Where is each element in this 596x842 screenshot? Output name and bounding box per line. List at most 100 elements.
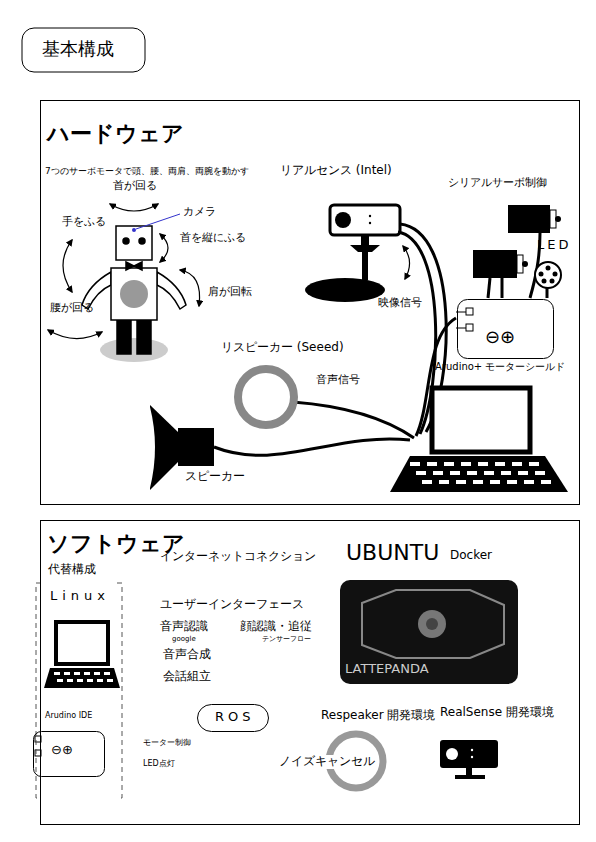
laptop	[450, 471, 460, 475]
led-symbol	[542, 279, 547, 284]
laptop	[410, 462, 551, 484]
led-symbol	[535, 262, 561, 288]
alt-laptop	[44, 668, 120, 688]
realsense-icon	[440, 740, 498, 768]
mic-ring: Respeaker 開発環境ノイズキャンセル	[273, 707, 453, 801]
realsense-camera	[362, 252, 368, 280]
realsense-camera	[369, 215, 371, 217]
laptop	[490, 480, 500, 484]
node-text: Arudino+ モーターシールド	[435, 361, 565, 373]
laptop	[495, 462, 505, 466]
alt-laptop	[77, 679, 83, 682]
annotation: 会話組立	[163, 670, 211, 684]
alt-laptop	[94, 672, 100, 675]
laptop	[529, 462, 539, 466]
alt-laptop	[74, 672, 80, 675]
annotation: 首を縦にふる	[180, 232, 246, 245]
annotation: ユーザーインターフェース	[160, 598, 304, 612]
laptop	[422, 480, 432, 484]
motion-arrow	[160, 234, 168, 262]
robot	[120, 280, 148, 308]
robot	[157, 272, 186, 309]
annotation: インターネットコネクション	[160, 550, 316, 564]
node-outline	[238, 369, 294, 425]
robot	[139, 238, 145, 244]
alt-laptop	[84, 672, 90, 675]
node-heading: ハードウェア	[47, 121, 184, 146]
alt-laptop	[57, 679, 63, 682]
annotation: Docker	[450, 549, 492, 563]
realsense-icon	[471, 756, 473, 758]
alt-laptop	[64, 672, 70, 675]
node-heading: リスピーカー (Seeed)	[221, 341, 344, 355]
robot	[100, 338, 168, 362]
annotation: LED点灯	[143, 759, 175, 768]
laptop	[467, 471, 477, 475]
alt-laptop	[44, 622, 120, 688]
speaker-symbol	[150, 407, 155, 488]
laptop	[473, 480, 483, 484]
annotation: RealSense 開発環境	[440, 706, 554, 720]
laptop	[427, 462, 437, 466]
realsense-camera	[305, 278, 385, 302]
wire	[293, 402, 414, 438]
speaker-symbol	[150, 405, 178, 490]
node-heading: Respeaker 開発環境	[321, 709, 435, 723]
robot	[126, 262, 142, 270]
annotation: 顔認識・追従	[240, 620, 312, 634]
annotation: 音声合成	[163, 648, 211, 662]
annotation: 腰が回る	[50, 302, 94, 315]
realsense-camera	[350, 245, 380, 252]
realsense-camera	[335, 212, 351, 228]
motion-arrow	[48, 330, 102, 339]
alt-laptop	[87, 679, 93, 682]
laptop	[390, 456, 568, 492]
dashed-bracket	[36, 583, 122, 798]
node-outline	[458, 300, 554, 359]
annotation: テンサーフロー	[262, 635, 311, 643]
wire	[546, 288, 549, 298]
realsense-camera	[305, 205, 400, 302]
annotation: モーター制御	[143, 738, 191, 747]
robot	[117, 320, 131, 354]
laptop	[439, 480, 449, 484]
laptop	[461, 462, 471, 466]
pin-symbol	[466, 308, 473, 315]
board-box: ⊖⊕ Arudino+ モーターシールド	[433, 297, 581, 377]
motion-arrow	[63, 240, 72, 292]
wire	[214, 224, 547, 455]
realsense-icon	[455, 775, 485, 779]
robot	[137, 320, 151, 354]
realsense-camera	[330, 205, 400, 235]
lattepanda-board	[340, 580, 518, 684]
annotation: 首が回る	[113, 180, 157, 193]
node-heading: ⊖⊕	[485, 327, 515, 348]
laptop	[416, 471, 426, 475]
serial-servo	[555, 216, 561, 222]
annotation: 映像信号	[378, 297, 422, 310]
realsense-icon	[471, 749, 473, 751]
pin-symbol	[35, 308, 473, 756]
node-text: ⊖⊕	[51, 743, 73, 758]
wire	[501, 278, 504, 298]
annotation: 音声認識	[160, 620, 208, 634]
annotation: カメラ	[183, 206, 216, 219]
serial-servo	[473, 250, 517, 278]
led-symbol	[546, 266, 551, 271]
wire	[488, 278, 490, 298]
annotation: 音声信号	[316, 374, 360, 387]
laptop	[478, 462, 488, 466]
node-outline	[198, 705, 269, 732]
annotation: リアルセンス (Intel)	[280, 164, 392, 178]
laptop	[501, 471, 511, 475]
robot	[82, 226, 186, 362]
laptop	[512, 462, 522, 466]
camera-leader	[136, 214, 180, 229]
realsense-icon	[446, 748, 458, 760]
board-box: LATTEPANDA	[341, 581, 519, 685]
laptop	[390, 388, 568, 492]
realsense-camera	[369, 222, 371, 224]
annotation: 代替構成	[48, 563, 96, 577]
process-box: ROS	[197, 704, 269, 732]
led-symbol	[535, 262, 561, 288]
